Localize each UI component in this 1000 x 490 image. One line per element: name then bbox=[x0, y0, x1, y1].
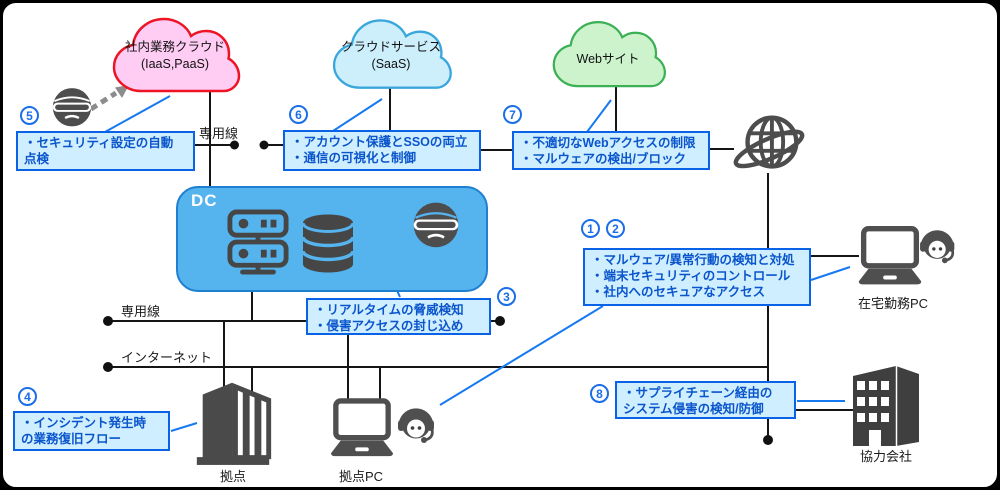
database-cylinder-icon bbox=[301, 214, 355, 273]
label-internet-line: インターネット bbox=[121, 350, 213, 365]
annotation-box-1-2: ・マルウェア/異常行動の検知と対処 ・端末セキュリティのコントロール ・社内への… bbox=[583, 248, 811, 306]
cloud-saas bbox=[332, 19, 452, 89]
label-dedicated-line-mid: 専用線 bbox=[121, 304, 161, 319]
annotation-box-3: ・リアルタイムの脅威検知 ・侵害アクセスの封じ込め bbox=[306, 298, 491, 335]
cloud-web-label: Webサイト bbox=[576, 52, 640, 66]
label-kyoten-pc: 拠点PC bbox=[338, 469, 384, 484]
circled-number-2: 2 bbox=[606, 219, 625, 238]
circled-number-6: 6 bbox=[289, 105, 308, 124]
hacker-icon-dc bbox=[413, 202, 459, 248]
circled-number-5: 5 bbox=[20, 106, 39, 125]
circled-number-1: 1 bbox=[581, 219, 600, 238]
annotation-box-8: ・サプライチェーン経由の システム侵害の検知/防御 bbox=[615, 381, 796, 419]
headset-person-icon-kyoten bbox=[398, 408, 434, 443]
hacker-icon-external bbox=[52, 88, 92, 127]
annotation-box-7: ・不適切なWebアクセスの制限 ・マルウェアの検出/ブロック bbox=[512, 131, 710, 170]
cloud-web bbox=[552, 20, 667, 88]
circled-number-8: 8 bbox=[590, 384, 609, 403]
headset-person-icon-remote bbox=[920, 230, 955, 264]
label-partner: 協力会社 bbox=[859, 449, 912, 464]
server-rack-icon bbox=[227, 209, 289, 275]
label-remote-pc: 在宅勤務PC bbox=[857, 296, 929, 311]
partner-office-icon bbox=[853, 366, 919, 446]
internet-globe-icon bbox=[733, 115, 805, 169]
circled-number-7: 7 bbox=[503, 105, 522, 124]
label-kyoten: 拠点 bbox=[219, 469, 246, 484]
annotation-box-6: ・アカウント保護とSSOの両立 ・通信の可視化と制御 bbox=[283, 130, 481, 171]
laptop-icon-remote-pc bbox=[858, 226, 922, 285]
branch-building-icon bbox=[196, 382, 272, 465]
annotation-box-4: ・インシデント発生時 の業務復旧フロー bbox=[13, 411, 170, 451]
attack-arrow-external bbox=[89, 85, 129, 112]
label-dedicated-line-top: 専用線 bbox=[199, 126, 239, 141]
cloud-internal-label: 社内業務クラウド (IaaS,PaaS) bbox=[124, 40, 225, 71]
cloud-saas-label: クラウドサービス (SaaS) bbox=[340, 40, 441, 71]
dc-label: DC bbox=[191, 191, 218, 210]
cloud-internal-iaas-paas bbox=[112, 17, 241, 93]
annotation-box-5: ・セキュリティ設定の自動 点検 bbox=[16, 131, 195, 171]
laptop-icon-kyoten-pc bbox=[331, 398, 393, 457]
circled-number-3: 3 bbox=[497, 287, 516, 306]
junction-dots bbox=[103, 140, 773, 445]
circled-number-4: 4 bbox=[18, 387, 37, 406]
